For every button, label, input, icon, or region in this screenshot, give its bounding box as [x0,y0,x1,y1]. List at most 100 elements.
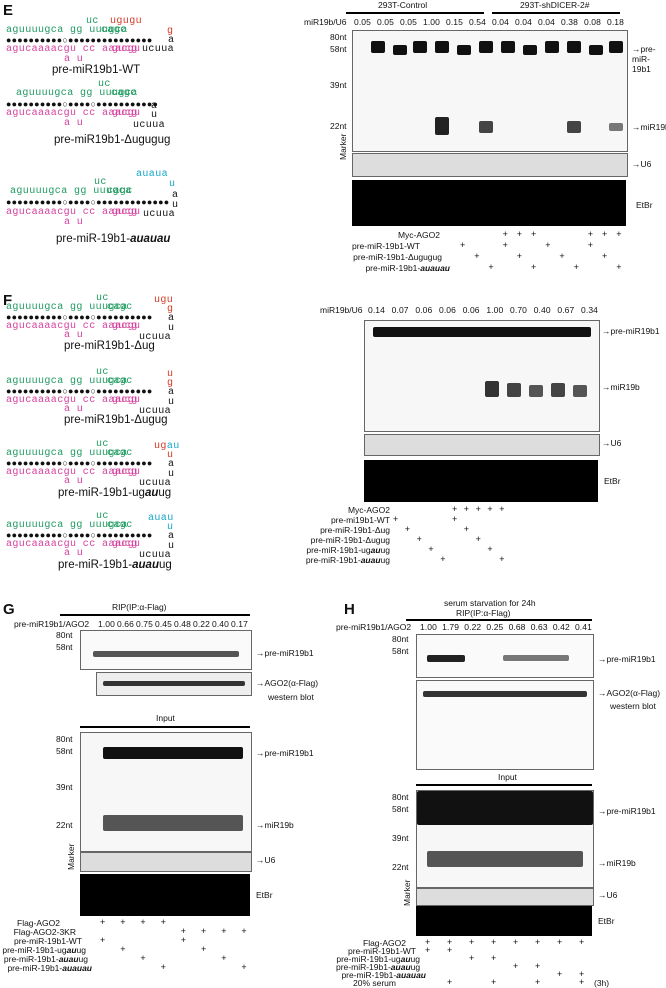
loop-u-cyan: u [169,179,176,190]
structure-ugauug: uc ugau aguuuugca gg uuugca cagc u ●●●●●… [6,440,226,500]
loop-tail: ucuua [139,332,172,343]
bulge-bottom: a u [64,404,84,415]
loop-a: a [168,313,175,324]
u6-blot [364,434,600,456]
condition-sign: + [120,917,126,927]
bulge-top: uc [94,177,107,188]
structure-label: pre-miR-19b1-auauug [58,559,172,571]
structure-label: pre-miR-19b1-auauau [56,233,171,245]
bulge-top: uc [96,293,109,304]
condition-sign: + [100,935,106,945]
condition-sign: + [447,945,453,955]
group-label-control: 293T-Control [378,0,428,10]
loop-top: auau [148,513,174,524]
pairing-dots: ●●●●●●●●●●○●●●●●●●●●●●●●●● [6,35,153,45]
etbr-gel [364,460,598,502]
pairing-dots: ●●●●●●●●●●○●●●●○●●●●●●●●●●● [6,99,159,109]
condition-sign: + [579,977,585,987]
mature-band [551,383,565,397]
pre-band [589,45,603,55]
mature-band-row [427,851,583,867]
mature-band-row [103,815,243,831]
condition-sign: + [545,240,551,250]
label-pre: →pre-miR19b1 [598,806,656,816]
condition-sign: + [602,229,608,239]
bulge-bottom: a u [64,548,84,559]
ratio-value: 0.14 [368,305,385,315]
condition-sign: + [535,977,541,987]
pre-band-row [103,747,243,759]
ratio-value: 0.15 [446,17,463,27]
structure-label: pre-miR19b1-WT [52,64,141,76]
condition-sign: + [460,240,466,250]
ratio-value: 0.34 [581,305,598,315]
northern-blot-main [364,320,600,432]
structure-label: pre-miR19b1-Δugug [64,414,168,426]
panel-letter-g: G [3,601,15,618]
condition-label: Myc-AGO2 [397,230,440,240]
bulge-bottom: a u [64,54,84,65]
condition-sign: + [559,251,565,261]
stem-bottom2: gucg [112,207,138,218]
condition-sign: + [201,944,207,954]
pre-band-row [93,651,239,657]
loop-tail: ucuua [139,550,172,561]
condition-sign: + [452,504,458,514]
stem-top: aguuuugca gg uuugca [6,376,128,387]
condition-label: pre-miR-19b1-ugauug [2,945,86,955]
condition-label: pre-miR-19b1-auauug [3,954,88,964]
loop-u: u [172,200,179,211]
loop-tail: ucuua [133,120,166,131]
bulge-top: uc [98,79,111,90]
condition-sign: + [587,240,594,250]
ratio-value: 0.05 [400,17,417,27]
label-etbr: EtBr [636,200,653,210]
stem-top: aguuuugca gg uuugca [6,25,128,36]
condition-sign: + [531,262,537,272]
input-title: Input [156,713,175,723]
loop-u: u [168,323,175,334]
condition-sign: + [487,544,493,554]
condition-sign: + [535,961,541,971]
stem-bottom2: gucg [112,44,138,55]
condition-sign: + [499,554,505,564]
loop-end: u [167,522,174,533]
ratio-value: 0.05 [377,17,394,27]
pre-band [503,655,569,661]
u6-blot [416,888,594,906]
group-line-control [346,12,484,14]
rip-title: RIP(IP:α-Flag) [456,608,511,618]
pre-band [501,41,515,53]
condition-sign: + [557,969,563,979]
rip-line [60,614,250,616]
mature-band [573,385,587,397]
ratio-value: 0.75 [136,619,153,629]
loop-tail: ucuua [143,209,176,220]
panel-e-gel-figure: 293T-Control 293T-shDICER-2# miR19b/U6 0… [300,0,666,280]
loop-auauau: auaua [136,169,169,180]
condition-sign: + [180,926,187,936]
stem-top2: cagc [107,302,133,313]
stem-bottom: agucaaaacgu cc aaacgu [6,108,141,119]
stem-bottom: agucaaaacgu cc aaacgu [6,44,141,55]
pre-band [413,41,427,53]
marker-80: 80nt [330,32,347,42]
pre-band [523,45,537,55]
stem-bottom: agucaaaacgu cc aaacgu [6,207,141,218]
condition-label: Myc-AGO2 [347,505,390,515]
condition-sign: + [491,977,497,987]
condition-sign: + [425,937,431,947]
condition-sign: + [221,953,227,963]
condition-sign: + [513,937,519,947]
condition-label: pre-miR-19b1-auauug [336,962,421,972]
label-etbr: EtBr [256,890,273,900]
ratio-value: 0.08 [584,17,601,27]
ratio-value: 0.07 [391,305,409,315]
loop-a: a [172,190,179,201]
input-line [80,726,250,728]
condition-sign: + [488,262,494,272]
pairing-dots: ●●●●●●●●●●○●●●●○●●●●●●●●●● [6,386,153,396]
